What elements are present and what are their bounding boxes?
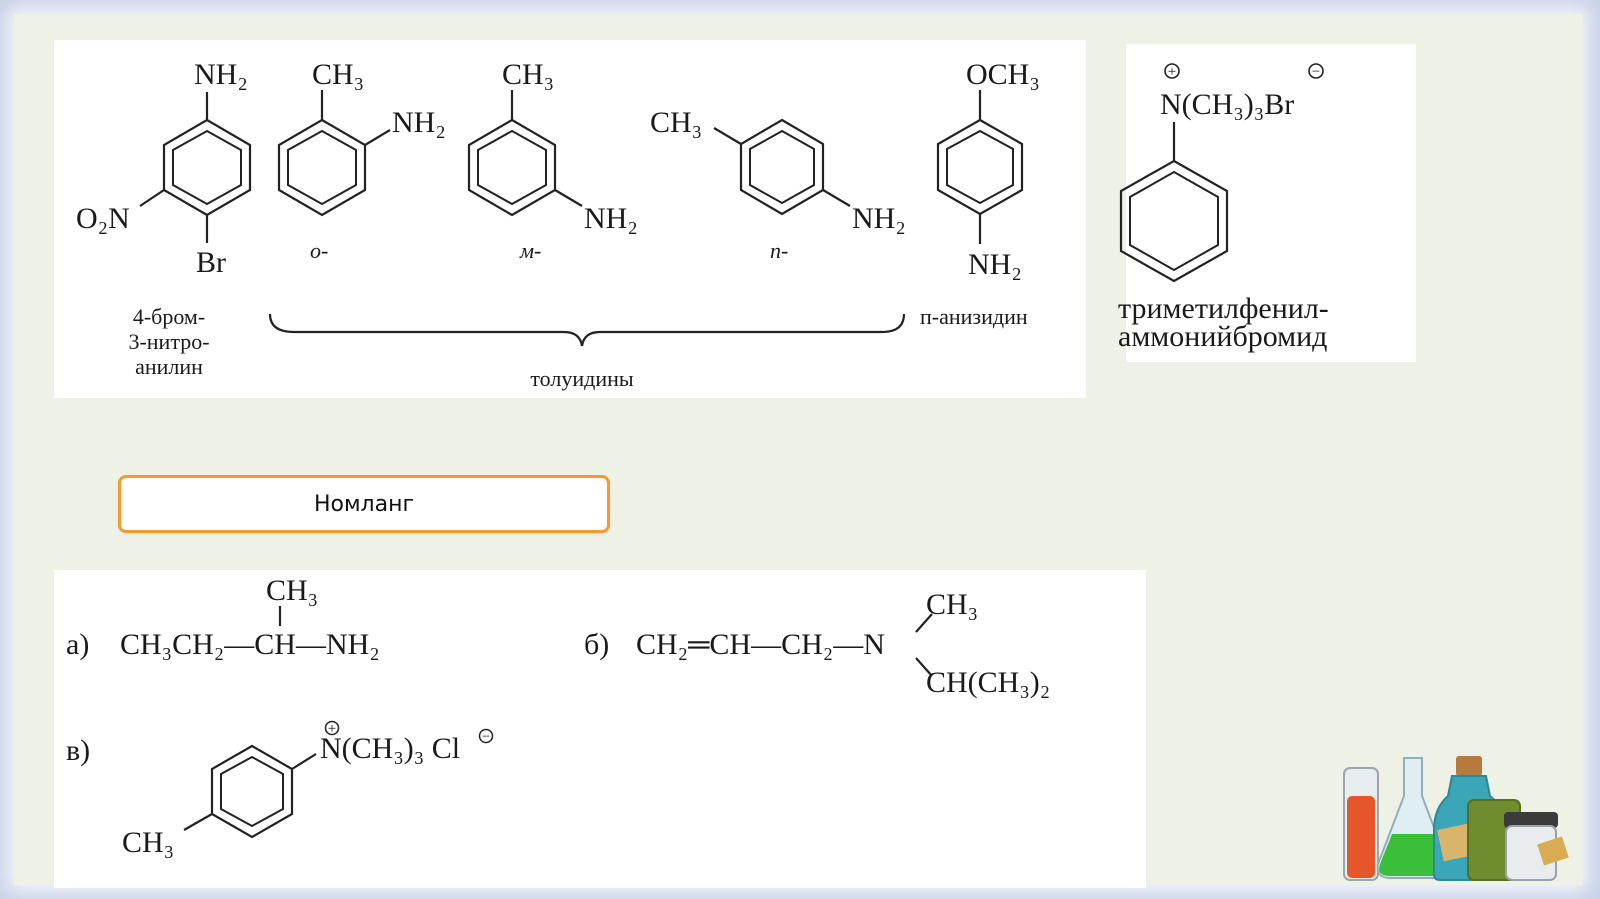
methyl-group: CH₃: [502, 58, 554, 91]
para-prefix: п-: [770, 238, 788, 263]
name-it-button[interactable]: Номланг: [118, 475, 610, 533]
exercise-a-label: а): [66, 628, 89, 661]
slide: NH₂ O₂N Br 4-бром- 3-нитро- анилин CH₃ N…: [14, 14, 1582, 888]
amino-group: NH₂: [968, 248, 1022, 281]
exercise-b-chain: CH₂═CH—CH₂—N: [636, 628, 885, 661]
exercise-a-chain: CH₃CH₂—CH—NH₂: [120, 628, 380, 661]
anisidine-name: п-анизидин: [920, 304, 1028, 329]
plus-charge: +: [1168, 64, 1176, 80]
methyl-branch: CH₃: [266, 574, 318, 607]
meta-toluidine-structure: CH₃ NH₂ м-: [467, 58, 638, 263]
amino-group: NH₂: [392, 106, 446, 139]
ortho-prefix: о-: [310, 238, 328, 263]
exercise-a: а) CH₃ CH₃CH₂—CH—NH₂: [66, 574, 380, 661]
compound-name-line3: анилин: [135, 354, 203, 379]
para-anisidine-structure: OCH₃ NH₂ п-анизидин: [920, 58, 1040, 329]
exercise-c-label: в): [66, 734, 90, 767]
exercise-c: в) + − N(CH₃)₃ Cl CH₃: [66, 720, 494, 859]
bromo-group: Br: [196, 246, 226, 279]
minus-charge: −: [482, 729, 490, 745]
ammonium-formula: N(CH₃)₃Br: [1160, 88, 1294, 121]
nh2-group: NH₂: [194, 58, 248, 91]
chemistry-flasks-icon: [1343, 756, 1569, 881]
amines-examples-panel: NH₂ O₂N Br 4-бром- 3-нитро- анилин CH₃ N…: [54, 40, 1086, 398]
plus-charge: +: [328, 721, 336, 737]
salt-name-line1: триметилфенил-: [1118, 292, 1329, 325]
amino-group: NH₂: [584, 202, 638, 235]
meta-prefix: м-: [519, 238, 541, 263]
methoxy-group: OCH₃: [966, 58, 1040, 91]
ammonium-chloride-formula: N(CH₃)₃ Cl: [320, 732, 460, 765]
toluidines-brace: [268, 313, 906, 347]
bromonitroaniline-structure: NH₂ O₂N Br 4-бром- 3-нитро- анилин: [76, 58, 252, 379]
compound-name-line1: 4-бром-: [133, 304, 205, 329]
minus-charge: −: [1312, 64, 1320, 80]
methyl-group: CH₃: [926, 588, 978, 621]
exercise-b-label: б): [584, 628, 609, 661]
exercise-structures: а) CH₃ CH₃CH₂—CH—NH₂ б) CH₂═CH—CH₂—N CH₃…: [66, 574, 1050, 859]
exercises-panel: а) CH₃ CH₃CH₂—CH—NH₂ б) CH₂═CH—CH₂—N CH₃…: [54, 570, 1146, 888]
isopropyl-group: CH(CH₃)₂: [926, 666, 1050, 699]
methyl-group: CH₃: [312, 58, 364, 91]
salt-name-line2: аммонийбромид: [1118, 320, 1327, 353]
quaternary-salt-panel: + − N(CH₃)₃Br триметилфенил- аммонийбром…: [1118, 44, 1416, 362]
nitro-group: O₂N: [76, 202, 130, 235]
trimethylphenylammonium-structure: + − N(CH₃)₃Br триметилфенил- аммонийбром…: [1118, 63, 1329, 353]
para-toluidine-structure: CH₃ NH₂ п-: [650, 106, 906, 263]
exercise-b: б) CH₂═CH—CH₂—N CH₃ CH(CH₃)₂: [584, 588, 1050, 699]
methyl-group: CH₃: [122, 826, 174, 859]
amines-structures: NH₂ O₂N Br 4-бром- 3-нитро- анилин CH₃ N…: [76, 58, 1040, 391]
ortho-toluidine-structure: CH₃ NH₂ о-: [277, 58, 446, 263]
methyl-group: CH₃: [650, 106, 702, 139]
amino-group: NH₂: [852, 202, 906, 235]
compound-name-line2: 3-нитро-: [128, 329, 209, 354]
toluidines-label: толуидины: [530, 366, 634, 391]
